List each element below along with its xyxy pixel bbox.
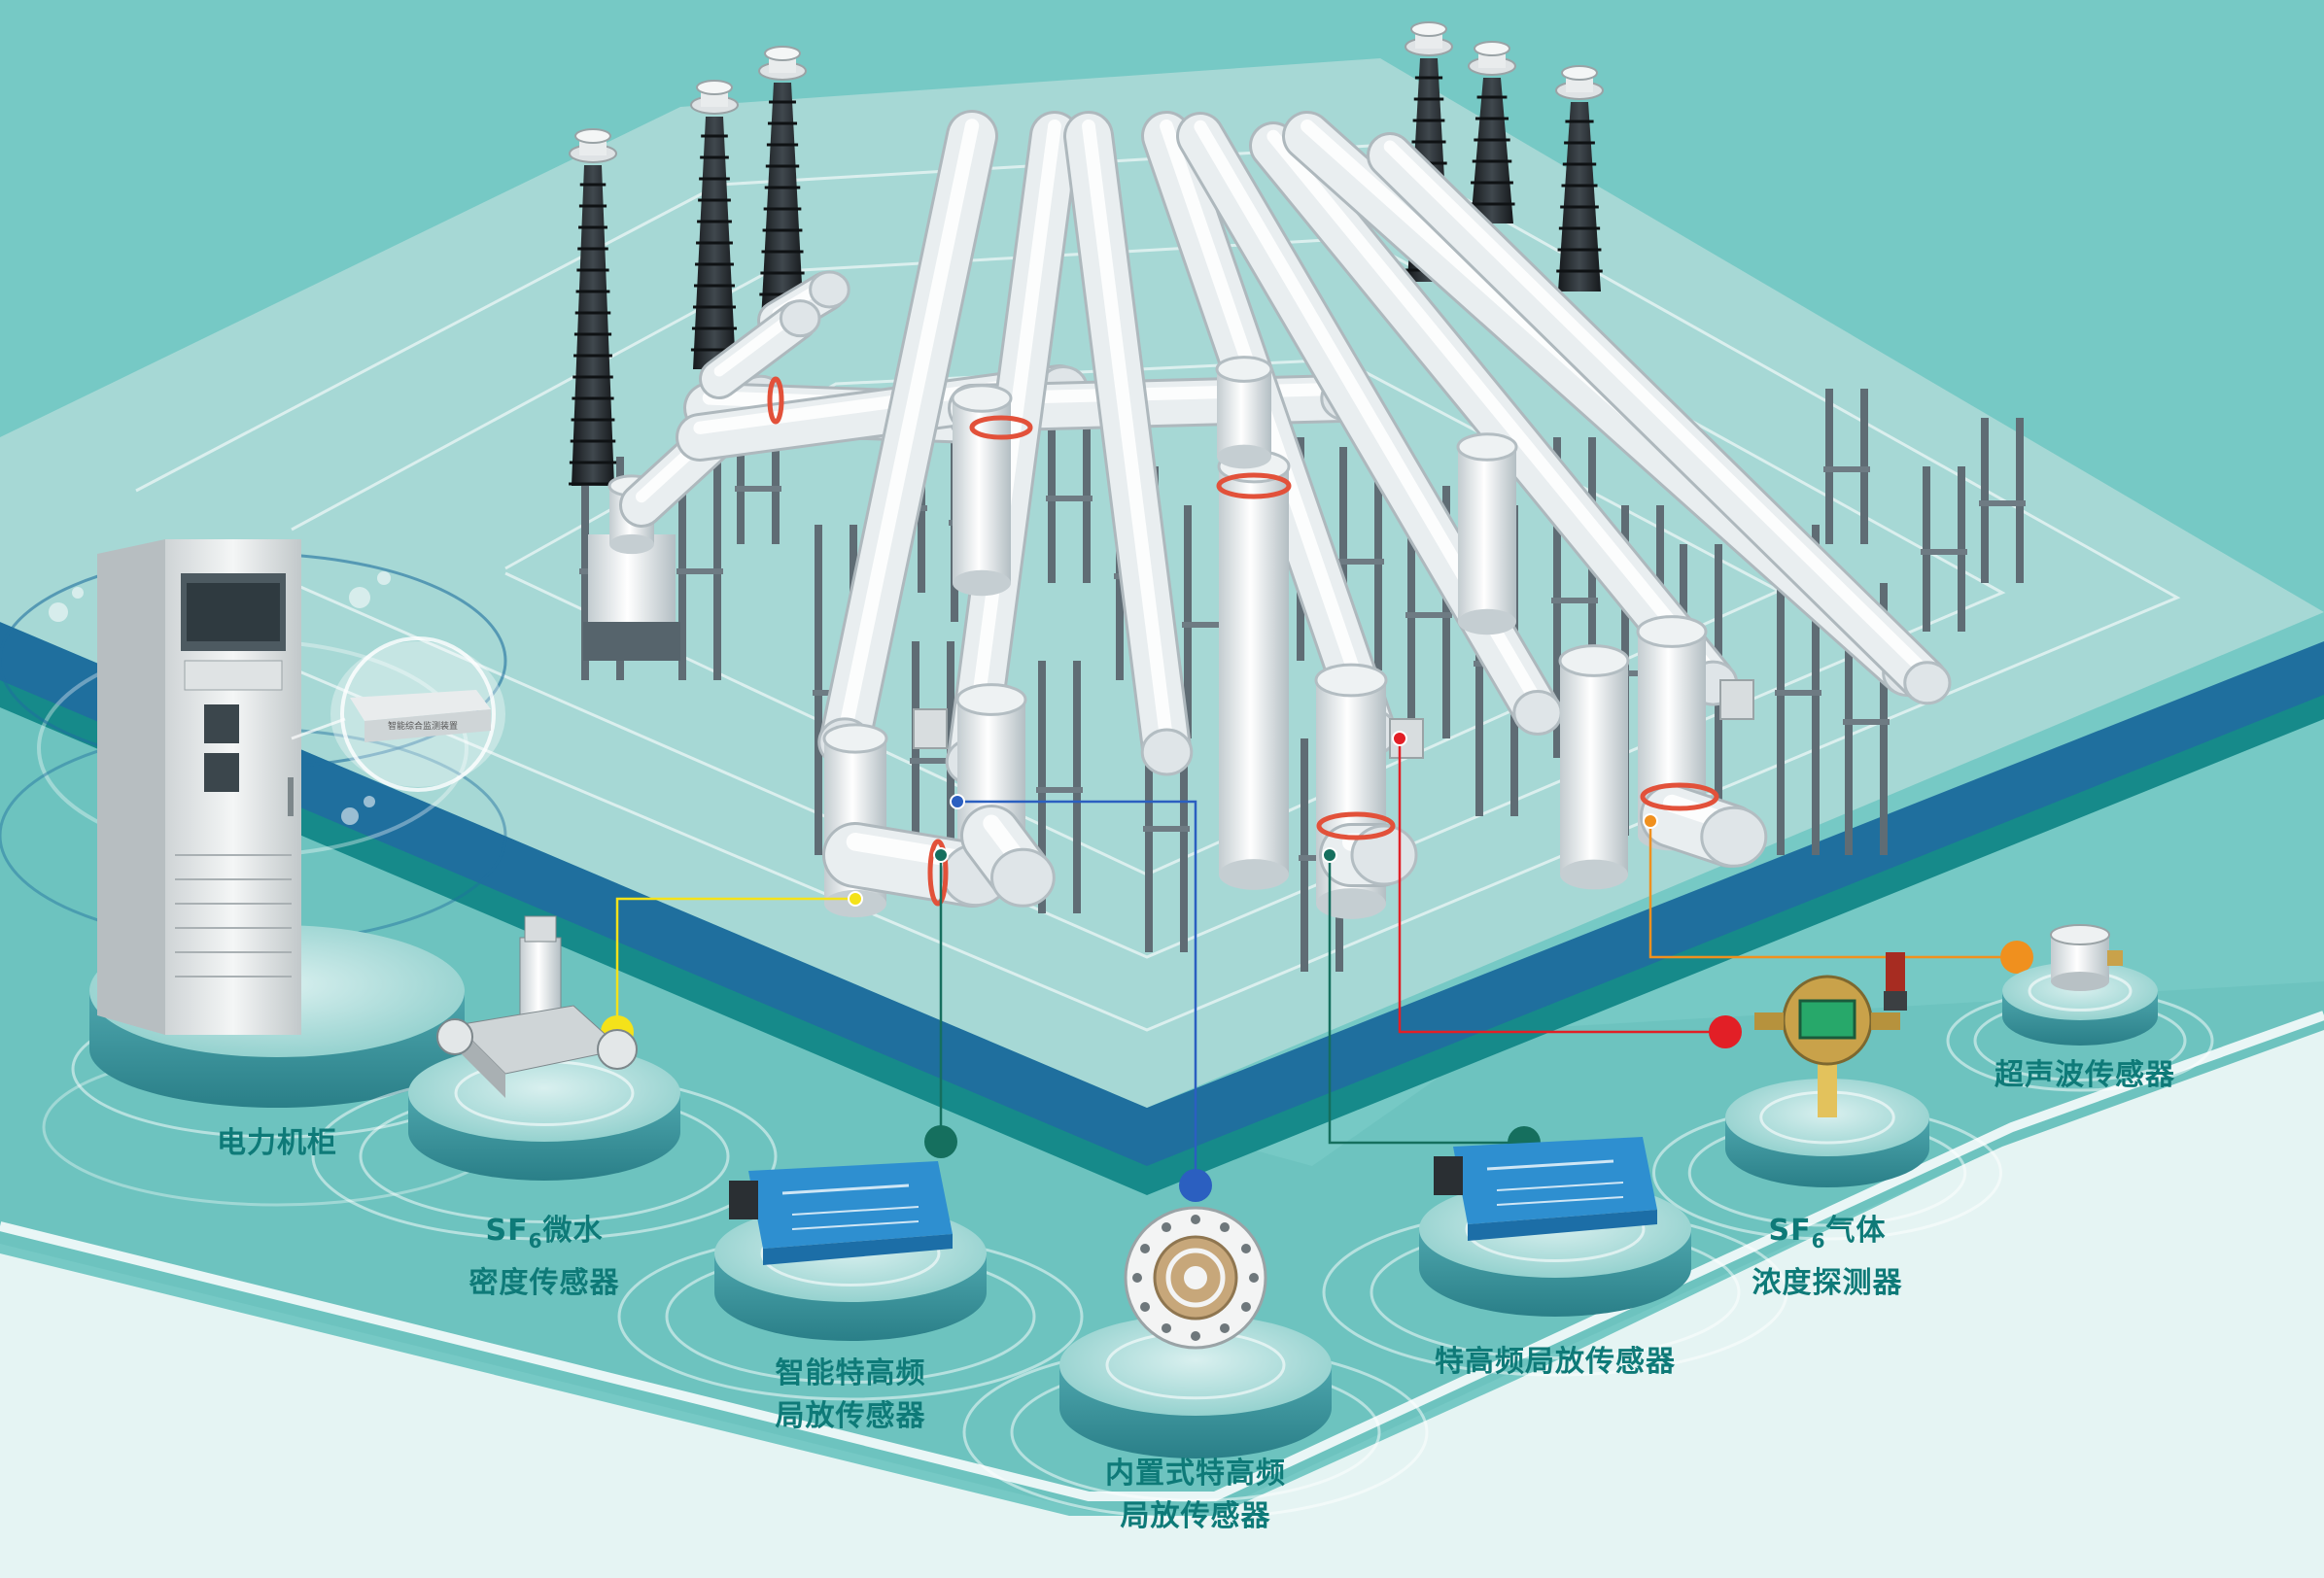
sensor-pedestal-builtin-uhf: [962, 1206, 1429, 1520]
support-frame: [1405, 486, 1452, 738]
sensor-pedestal-sf6-gas: [1652, 952, 2002, 1241]
sensor-label-line: 浓度探测器: [1752, 1266, 1903, 1300]
sensor-label-line: SF6气体: [1768, 1214, 1887, 1252]
sensor-pedestal-sf6-micro-water: [311, 915, 778, 1241]
sensor-label-builtin-uhf: 内置式特高频局放传感器: [1011, 1453, 1380, 1538]
uhf-box-sensor-icon: [1434, 1137, 1657, 1241]
support-frame: [1036, 661, 1083, 913]
uhf-box-sensor-icon: [729, 1161, 953, 1265]
support-frame: [1775, 525, 1821, 855]
link-sf6-gas: [1392, 731, 1742, 1048]
connector-lines: [601, 731, 2033, 1202]
bushing-left-3: [758, 46, 807, 321]
power-cabinet: 智能综合监测装置: [0, 539, 512, 1207]
builtin-uhf-disc-icon: [1124, 1206, 1267, 1350]
sf6-density-sensor-icon: [436, 915, 638, 1098]
gis-tank-9: [1215, 356, 1273, 469]
sensor-label-sf6-gas: SF6气体浓度探测器: [1691, 1210, 1963, 1305]
pipe-sensor-box: [1719, 679, 1754, 720]
flange-ring: [1316, 811, 1396, 840]
support-frame: [1921, 466, 1967, 632]
sensor-label-line: 局放传感器: [1120, 1499, 1271, 1533]
sensor-pedestal-uhf-pd: [1322, 1137, 1788, 1377]
link-builtin-uhf: [950, 794, 1212, 1202]
flange-ring: [1216, 472, 1292, 499]
sensor-label-smart-uhf: 智能特高频局放传感器: [680, 1353, 1021, 1438]
gis-main-busbar-8: [1367, 132, 1952, 705]
bushing-left-1: [569, 128, 617, 486]
pipe-sensor-box: [913, 708, 948, 749]
link-smart-uhf: [924, 847, 957, 1158]
gis-tank-5: [1558, 644, 1630, 890]
support-frame: [1823, 389, 1870, 544]
gis-main-busbar-6: [1249, 121, 1739, 706]
gis-elbow-3: [1319, 823, 1418, 887]
bushing-base-frame: [583, 622, 680, 661]
sensor-label-line: 局放传感器: [775, 1399, 926, 1433]
sensor-pedestal-smart-uhf: [617, 1161, 1084, 1401]
gas-detector-icon: [1754, 952, 1907, 1117]
gis-pipe: [699, 299, 821, 399]
sensor-label-line: 内置式特高频: [1105, 1457, 1286, 1491]
bushing-right-3: [1555, 65, 1604, 292]
support-frame: [1337, 447, 1384, 670]
flange-ring: [969, 415, 1033, 440]
sensor-label-sf6-micro-water: SF6微水密度传感器: [369, 1210, 719, 1305]
sensor-label-line: 超声波传感器: [1994, 1058, 2175, 1092]
gis-tank-7: [951, 384, 1013, 597]
support-frame: [1979, 418, 2026, 583]
sensor-label-line: 特高频局放传感器: [1435, 1345, 1676, 1379]
sensor-label-ultrasonic: 超声波传感器: [1954, 1054, 2216, 1097]
sensor-label-uhf-pd: 特高频局放传感器: [1361, 1341, 1750, 1384]
support-frame: [1843, 583, 1890, 855]
support-frame: [735, 428, 781, 544]
gis-tank-8: [1456, 432, 1518, 635]
sensor-label-line: SF6微水: [485, 1214, 604, 1252]
flange-ring: [927, 839, 949, 907]
gis-main-busbar-3: [1063, 111, 1194, 776]
bushing-left-2: [690, 80, 739, 369]
monitoring-device-caption: 智能综合监测装置: [388, 720, 458, 732]
cabinet-label: 电力机柜: [217, 1126, 337, 1160]
sensor-label-line: 密度传感器: [468, 1266, 620, 1300]
flange-ring: [767, 376, 784, 425]
sensor-group: [311, 915, 2214, 1520]
support-frame: [1551, 437, 1598, 758]
ultrasonic-sensor-icon: [2050, 924, 2123, 991]
sensor-pedestal-ultrasonic: [1946, 924, 2214, 1092]
gis-tank-3: [1217, 449, 1291, 890]
support-frame: [1143, 700, 1190, 952]
gis-elbow-4: [1640, 784, 1768, 868]
support-frame: [1046, 408, 1093, 583]
flange-ring: [1640, 782, 1719, 811]
gis-switchgear: [569, 21, 2026, 972]
support-frame: [676, 457, 723, 680]
sensor-label-line: 智能特高频: [775, 1356, 926, 1390]
gis-elbow-2: [960, 805, 1056, 908]
bushing-right-2: [1468, 41, 1516, 223]
